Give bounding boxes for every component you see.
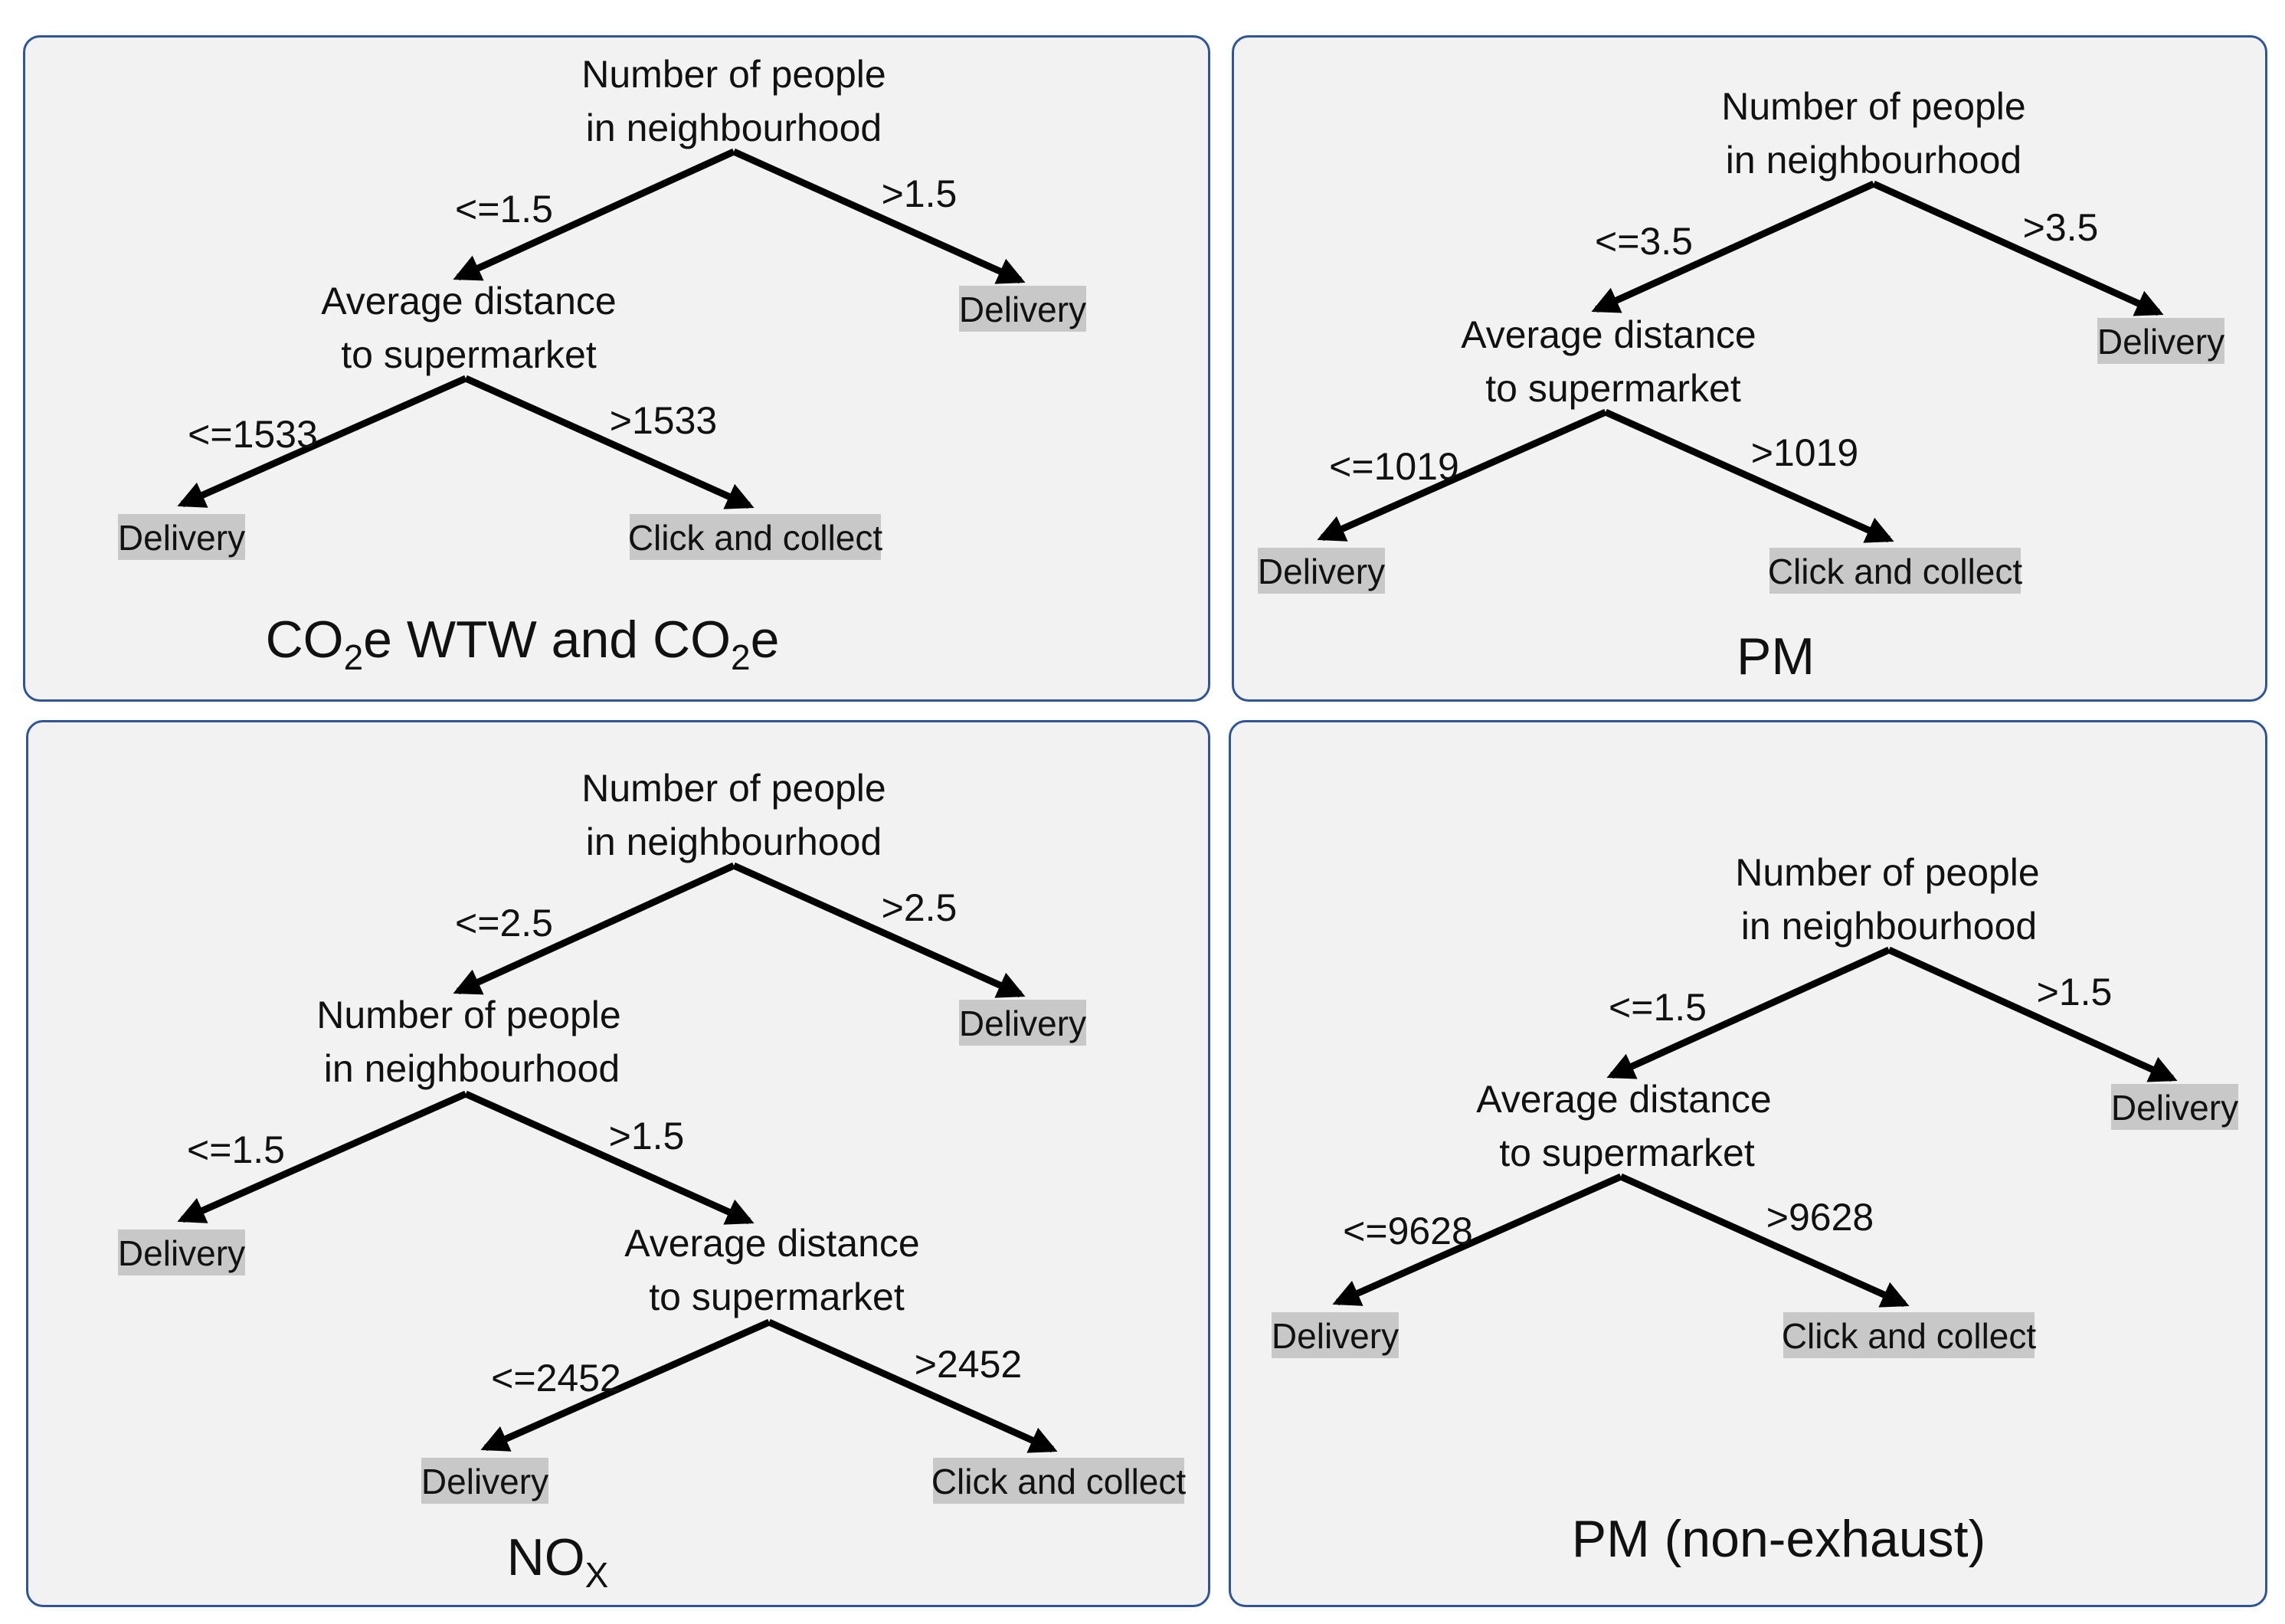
- leaf-box: [118, 1229, 245, 1275]
- branch-left: [1332, 1173, 1622, 1306]
- node-label: in neighbourhood: [324, 1047, 620, 1090]
- panel-caption: CO2e WTW and CO2e: [266, 611, 780, 677]
- tree-bl: Number of people in neighbourhood <=2.5 …: [118, 767, 1186, 1595]
- leaf-box: [1769, 548, 2021, 594]
- leaf-box: [421, 1458, 548, 1504]
- branch-left: [453, 862, 735, 995]
- panel-caption: PM: [1737, 627, 1815, 686]
- node-label: in neighbourhood: [1726, 139, 2021, 182]
- edge-label: >2452: [915, 1343, 1022, 1386]
- node-label: Number of people: [316, 994, 620, 1036]
- leaf-box: [959, 286, 1086, 332]
- edge-label: >1019: [1751, 431, 1858, 474]
- edge-label: <=1.5: [455, 188, 553, 231]
- leaf-box: [1258, 548, 1385, 594]
- leaf-box: [2111, 1084, 2238, 1130]
- node-label: in neighbourhood: [1741, 905, 2037, 948]
- branch-left: [177, 375, 467, 508]
- edge-label: <=9628: [1343, 1210, 1473, 1252]
- edge-label: >3.5: [2023, 206, 2099, 249]
- branch-left: [1606, 946, 1891, 1079]
- tree-br: Number of people in neighbourhood <=1.5 …: [1272, 851, 2238, 1568]
- node-label: Number of people: [1721, 85, 2025, 128]
- node-label: to supermarket: [649, 1275, 905, 1318]
- leaf-label: Click and collect: [1782, 1316, 2037, 1356]
- leaf-label: Click and collect: [1768, 552, 2023, 591]
- branch-right: [1872, 180, 2164, 316]
- edge-label: >9628: [1766, 1196, 1874, 1239]
- edge-label: <=3.5: [1595, 220, 1693, 263]
- node-label: Average distance: [321, 280, 616, 323]
- tree-tl: Number of people in neighbourhood <=1.5 …: [118, 53, 1086, 677]
- node-label: in neighbourhood: [586, 106, 882, 149]
- panel-caption: PM (non-exhaust): [1572, 1510, 1985, 1568]
- caption-part: e WTW and CO: [363, 611, 731, 669]
- branch-right: [768, 1318, 1058, 1453]
- node-label: in neighbourhood: [586, 820, 882, 863]
- node-label: to supermarket: [1485, 367, 1741, 410]
- branch-left: [177, 1090, 467, 1223]
- branch-left: [453, 148, 735, 281]
- edge-label: <=1019: [1329, 445, 1459, 488]
- edge-label: >2.5: [882, 886, 958, 929]
- node-label: Average distance: [624, 1222, 919, 1265]
- branch-right: [464, 375, 755, 509]
- edge-label: <=1.5: [187, 1128, 285, 1171]
- node-label: Number of people: [581, 767, 886, 810]
- branch-right: [1604, 408, 1894, 543]
- edge-label: <=1533: [188, 413, 318, 456]
- branch-left: [1591, 180, 1875, 313]
- leaf-label: Delivery: [421, 1462, 548, 1501]
- leaf-label: Delivery: [959, 1004, 1086, 1043]
- leaf-box: [2097, 318, 2224, 364]
- branch-left: [1317, 408, 1607, 542]
- tree-tr: Number of people in neighbourhood <=3.5 …: [1258, 85, 2224, 686]
- branch-right: [464, 1090, 755, 1225]
- panel-caption: NOX: [507, 1528, 609, 1595]
- branch-right: [1619, 1173, 1910, 1308]
- leaf-box: [630, 514, 881, 560]
- node-label: to supermarket: [341, 333, 597, 376]
- leaf-label: Delivery: [1258, 552, 1385, 591]
- edge-label: >1533: [610, 399, 717, 442]
- leaf-label: Click and collect: [628, 518, 883, 558]
- branch-left: [480, 1318, 771, 1452]
- edge-label: <=1.5: [1609, 986, 1707, 1029]
- caption-subscript: X: [585, 1555, 609, 1595]
- node-label: Average distance: [1476, 1078, 1771, 1121]
- edge-label: >1.5: [2037, 971, 2113, 1013]
- leaf-box: [959, 1000, 1086, 1046]
- edge-label: >1.5: [609, 1115, 685, 1157]
- caption-subscript: 2: [731, 637, 751, 677]
- leaf-box: [1272, 1312, 1399, 1358]
- panel-pm: [1232, 35, 2267, 702]
- node-label: Average distance: [1461, 313, 1756, 356]
- edge-label: <=2.5: [455, 902, 553, 945]
- panel-co2e: [23, 35, 1210, 702]
- leaf-label: Delivery: [2097, 322, 2224, 362]
- edge-label: <=2452: [491, 1357, 621, 1400]
- edge-label: >1.5: [882, 172, 958, 215]
- leaf-label: Delivery: [2111, 1088, 2238, 1128]
- panel-pm-non-exhaust: [1229, 720, 2267, 1607]
- node-label: Number of people: [1735, 851, 2039, 894]
- leaf-label: Delivery: [1272, 1316, 1399, 1356]
- leaf-label: Delivery: [118, 1233, 245, 1273]
- node-label: Number of people: [581, 53, 886, 96]
- leaf-label: Click and collect: [931, 1462, 1187, 1501]
- leaf-label: Delivery: [118, 518, 245, 558]
- caption-part: NO: [507, 1528, 585, 1586]
- branch-right: [732, 148, 1026, 284]
- caption-part: e: [751, 611, 780, 669]
- leaf-box: [118, 514, 245, 560]
- caption-part: CO: [266, 611, 344, 669]
- leaf-box: [1783, 1312, 2035, 1358]
- leaf-box: [933, 1458, 1184, 1504]
- node-label: to supermarket: [1499, 1131, 1755, 1174]
- caption-subscript: 2: [344, 637, 364, 677]
- leaf-label: Delivery: [959, 290, 1086, 329]
- branch-right: [732, 862, 1026, 998]
- branch-right: [1887, 946, 2178, 1082]
